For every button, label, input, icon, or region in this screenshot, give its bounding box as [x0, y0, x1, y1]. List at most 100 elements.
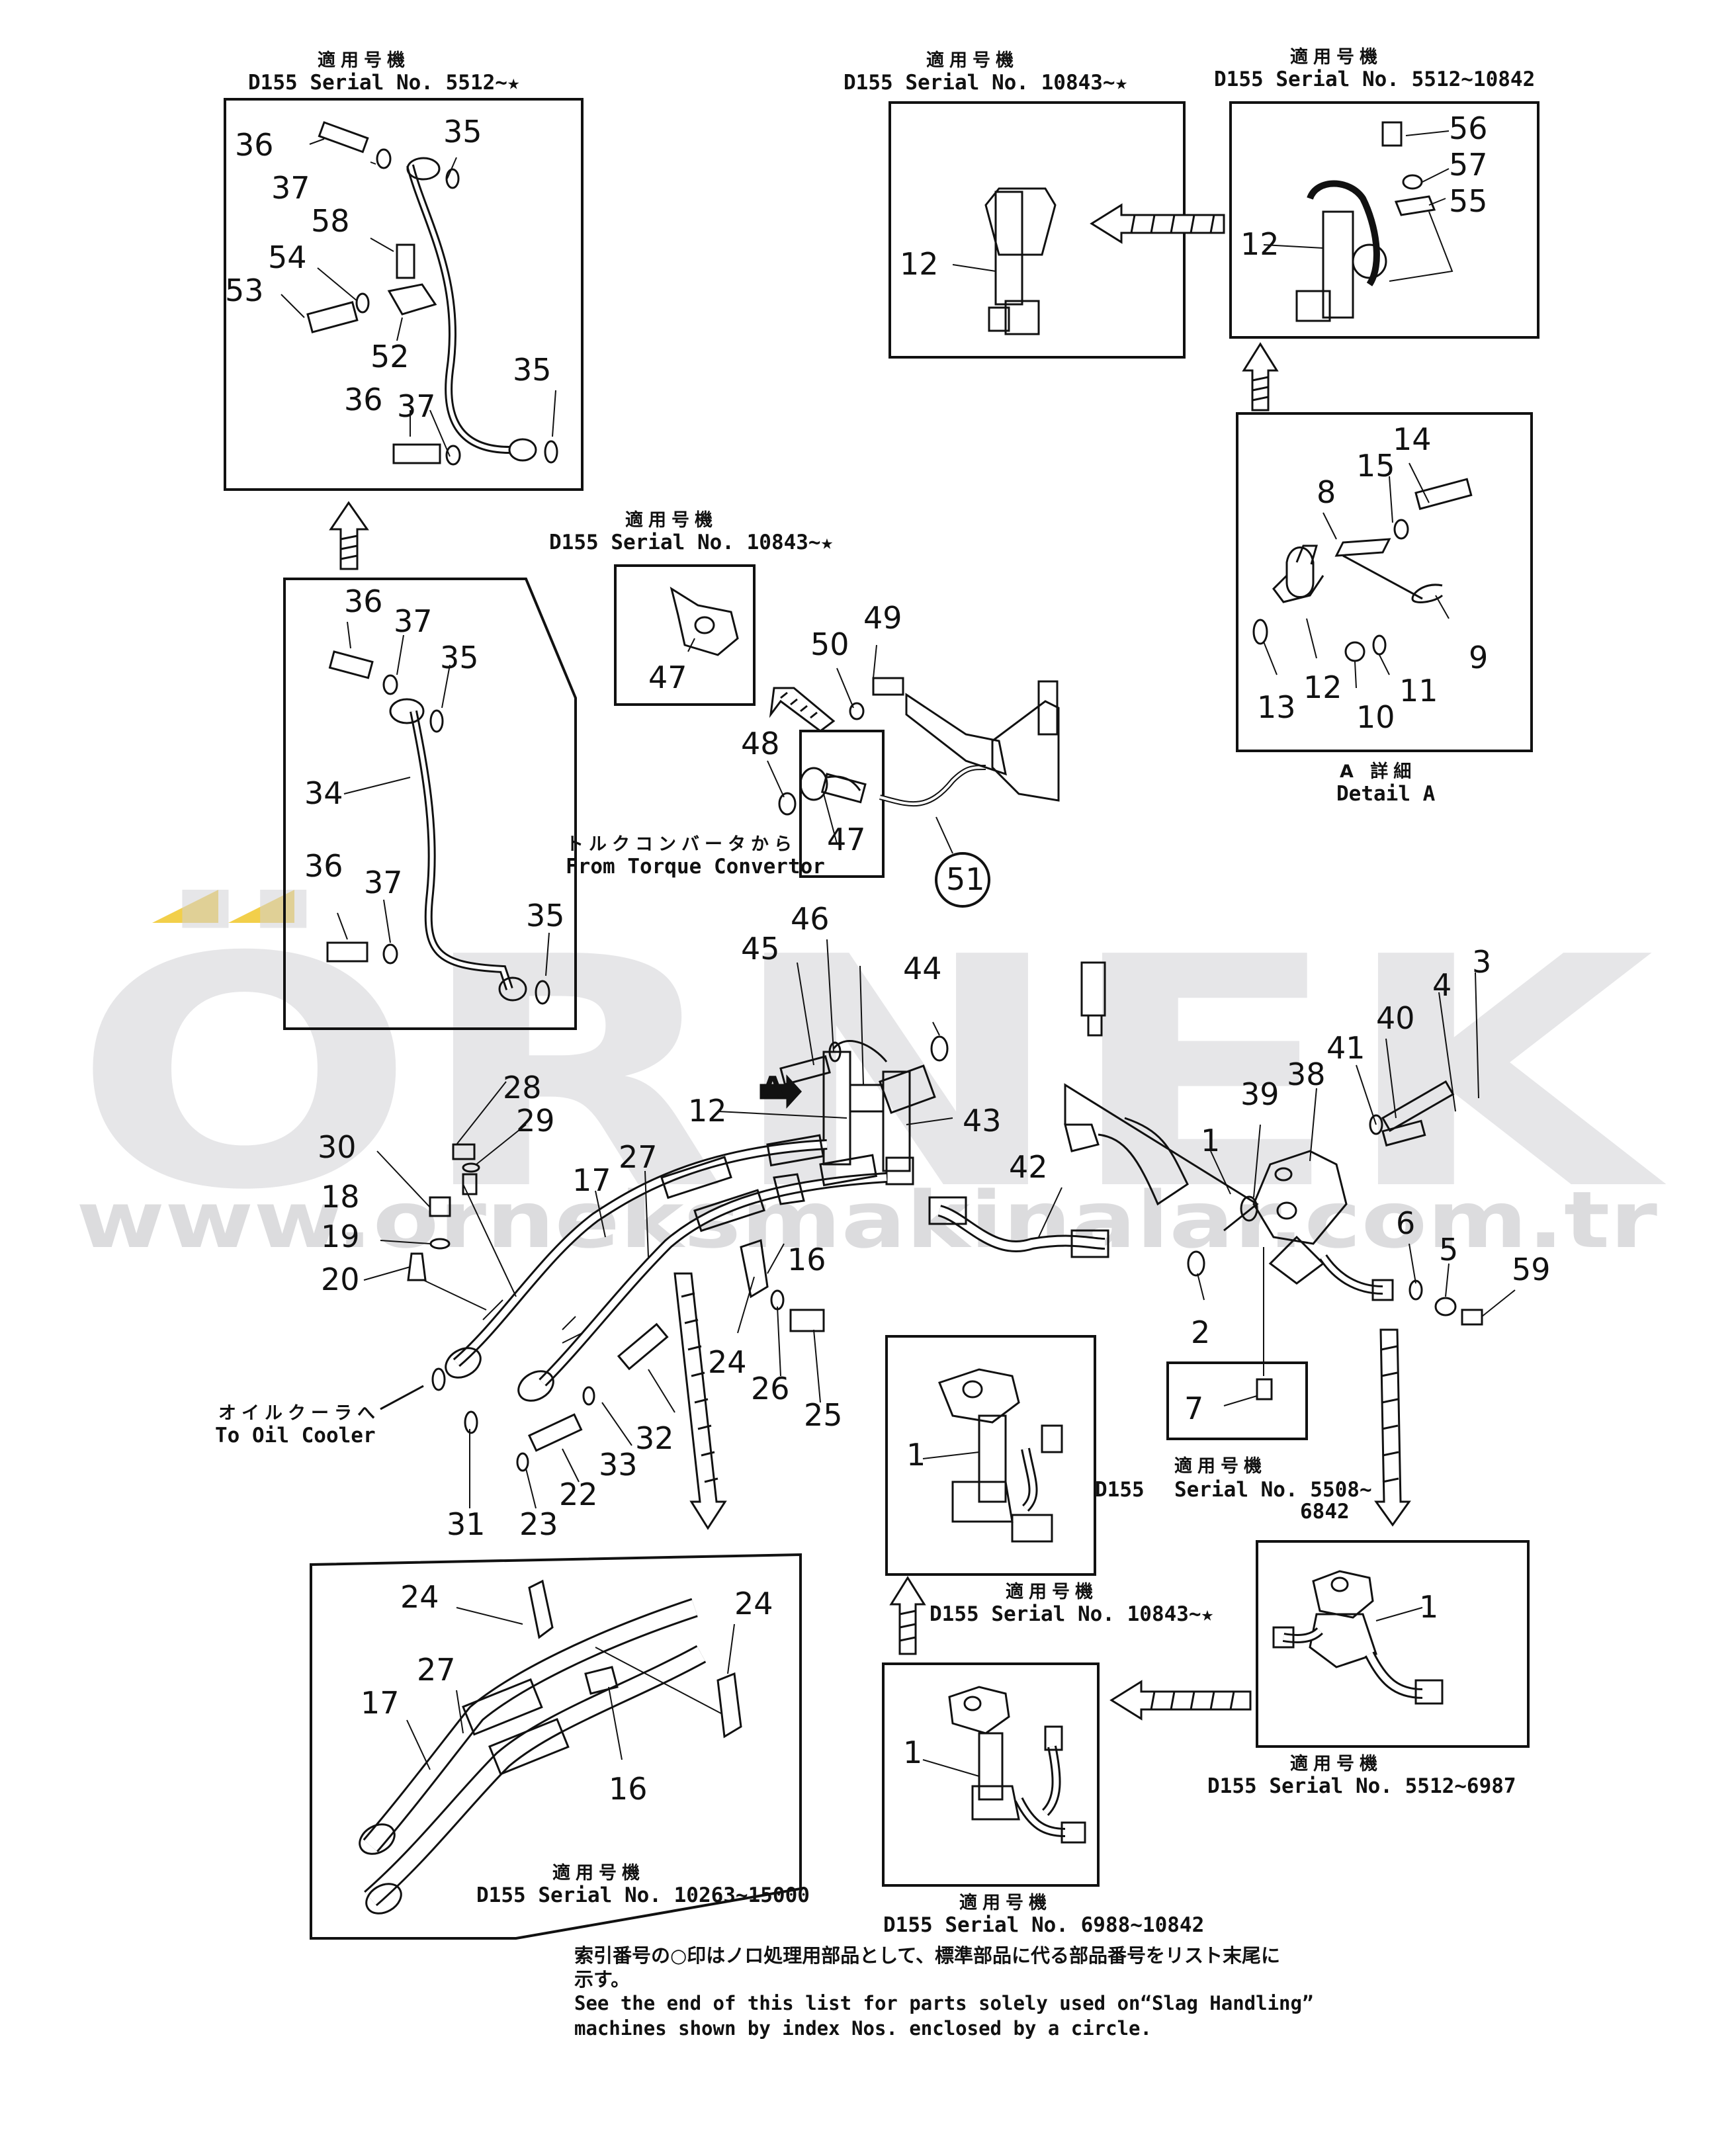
detail-box-47 [799, 730, 885, 878]
hose-fitting [693, 1189, 765, 1232]
fitting [1011, 1514, 1053, 1543]
washer [1402, 174, 1423, 190]
serial-caption-ja: 適用号機 [1290, 1753, 1383, 1774]
clamp [773, 1173, 805, 1205]
serial-caption-ja: 適用号機 [1174, 1455, 1267, 1477]
pipe-vertical [978, 1414, 1007, 1503]
panel-detail-a-labels: 14 15 8 9 13 12 10 11 [1257, 421, 1488, 735]
part-number: 18 [321, 1179, 360, 1215]
flange [1312, 1570, 1374, 1619]
serial-caption-ja: 適用号機 [625, 509, 718, 531]
serial-caption-en: D155 Serial No. 6988~10842 [883, 1913, 1204, 1937]
part-number: 35 [440, 640, 479, 675]
footnote-en-line1: See the end of this list for parts solel… [574, 1992, 1314, 2014]
part-number: 27 [417, 1652, 456, 1688]
part-number: 19 [321, 1219, 360, 1254]
panel-small-47 [614, 564, 756, 706]
panel-top-left [224, 98, 584, 491]
washer [1372, 634, 1387, 656]
part-number: 25 [804, 1397, 843, 1433]
bolt [1414, 478, 1473, 510]
part-number: 1 [906, 1437, 926, 1473]
part-number: 46 [791, 901, 830, 937]
bolt [789, 1309, 825, 1332]
flange [389, 698, 425, 724]
part-number: 1 [1201, 1123, 1220, 1158]
washer [1393, 519, 1409, 540]
flange [517, 1370, 554, 1402]
part-number: 45 [741, 931, 780, 967]
part-number: 12 [688, 1093, 727, 1129]
o-ring [544, 440, 558, 464]
part-number: 34 [304, 775, 343, 811]
serial-caption-en: D155 Serial No. 5512~★ [248, 71, 520, 95]
panel-bottom-right [1256, 1540, 1530, 1748]
part-number: 32 [635, 1420, 674, 1456]
clamp [528, 1579, 554, 1639]
bolt [617, 1322, 669, 1371]
part-number: 17 [361, 1685, 400, 1721]
plug [1434, 1297, 1457, 1316]
bolt [306, 301, 359, 333]
panel-small-47-frame [614, 564, 756, 706]
hose-fitting [488, 1717, 570, 1776]
u-bolt [1411, 583, 1444, 603]
fitting [1061, 1821, 1086, 1844]
flange [1352, 243, 1387, 279]
part-number: 24 [708, 1344, 747, 1380]
hose-fitting [660, 1156, 732, 1199]
flange [365, 1883, 402, 1915]
bolt [326, 941, 368, 963]
part-number: 14 [1393, 421, 1432, 457]
part-number: 3 [1472, 944, 1491, 980]
part-number: 11 [1399, 673, 1438, 709]
o-ring [535, 980, 550, 1005]
part-number: 58 [311, 203, 350, 239]
o-ring [1240, 1195, 1258, 1222]
valve-block [984, 187, 1057, 256]
flange [799, 767, 828, 801]
part-number: 37 [271, 170, 310, 206]
pipe-vertical [994, 191, 1023, 306]
bolt [318, 121, 369, 153]
serial-caption-en: D155 Serial No. 10263~15000 [476, 1883, 810, 1907]
detail-caption-ja: A 詳細 [1340, 761, 1416, 782]
serial-caption-en: D155 Serial No. 5512~6987 [1207, 1774, 1516, 1798]
part-number: 31 [447, 1506, 486, 1542]
fitting [1044, 1725, 1063, 1751]
lever [1037, 680, 1059, 736]
valve-body [1285, 546, 1315, 598]
footnote-ja-line2: 示す。 [574, 1968, 630, 1991]
panel-top-left-frame [224, 98, 584, 491]
part-number: 36 [304, 848, 343, 884]
annotation-torque-en: From Torque Convertor [566, 855, 825, 879]
panel-top-left-labels: 36 37 35 58 54 53 52 35 36 37 [225, 114, 552, 424]
part-number: 54 [268, 239, 307, 275]
serial-caption-ja: 適用号機 [959, 1892, 1052, 1913]
serial-caption-en: Serial No. 5508~ [1174, 1478, 1372, 1502]
part-number: 39 [1240, 1076, 1279, 1112]
serial-caption-en: D155 Serial No. 10843~★ [844, 71, 1127, 95]
serial-caption-ja: 適用号機 [926, 50, 1019, 71]
panel-detail-a-frame [1236, 412, 1533, 752]
watermark: ÖRNEK www.orneksmakinalar.com.tr [73, 886, 1669, 1266]
panel-middle-left [283, 578, 577, 1030]
fitting [1371, 1279, 1394, 1301]
flange [508, 438, 537, 462]
panel-top-right [1229, 101, 1539, 339]
right-assembly [1064, 961, 1516, 1527]
o-ring [1187, 1250, 1205, 1277]
pipe-vertical [978, 1732, 1004, 1801]
part-number: 40 [1376, 1000, 1415, 1036]
central-assembly [363, 939, 1109, 1530]
part-number: 16 [609, 1771, 648, 1807]
part-number: 2 [1191, 1315, 1210, 1350]
part-number: 22 [559, 1477, 598, 1512]
annotation-cooler-ja: オイルクーラへ [218, 1403, 380, 1424]
o-ring [1252, 619, 1268, 645]
hatched-arrow-left [1109, 1680, 1252, 1721]
circled-part-number: 51 [946, 861, 985, 897]
washer [445, 445, 461, 466]
hatched-arrow-left [1090, 203, 1225, 244]
